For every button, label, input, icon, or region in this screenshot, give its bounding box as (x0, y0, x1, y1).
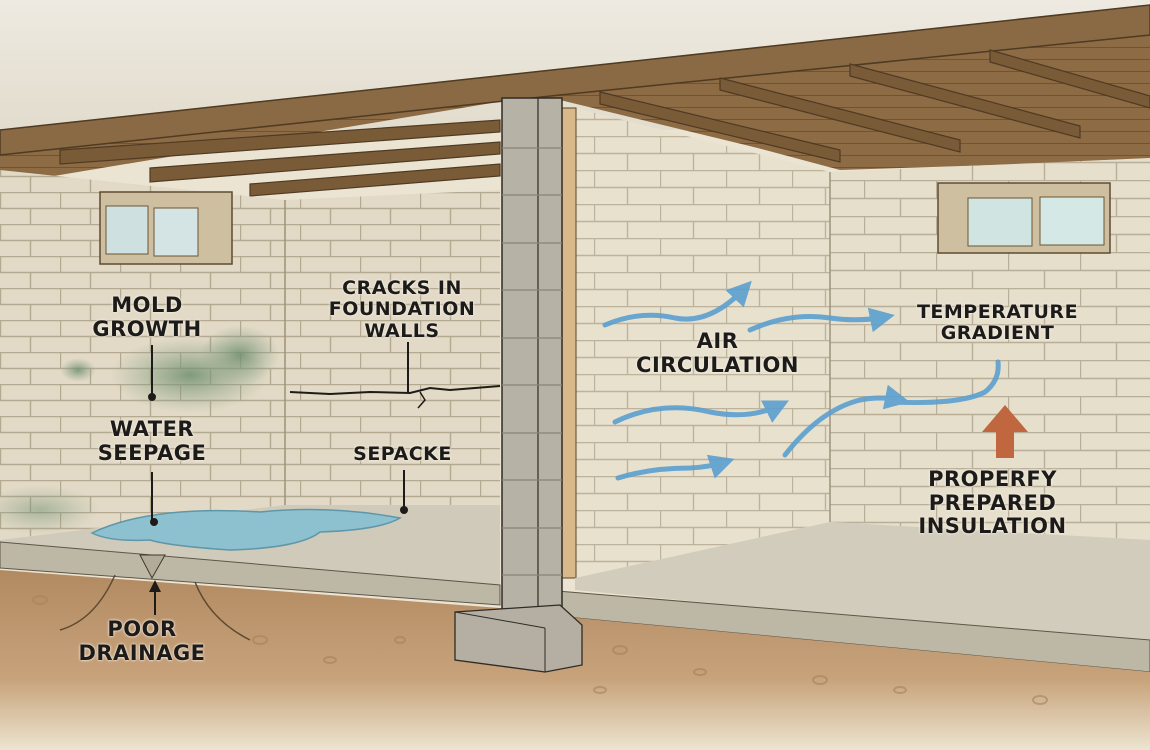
window-left (99, 191, 233, 265)
window-right (937, 182, 1111, 254)
right-floor (575, 522, 1150, 645)
joists-right (599, 49, 1150, 163)
wall-crack (289, 385, 501, 396)
label-poor-drainage: POOR DRAINAGE (78, 617, 206, 665)
air-flow-arrows (602, 280, 1001, 481)
pointer-lines (151, 342, 409, 615)
drain-notch (139, 554, 166, 580)
label-air-circulation: AIR CIRCULATION (636, 329, 799, 377)
label-temperature-gradient: TEMPERATURE GRADIENT (916, 301, 1079, 345)
heat-up-arrow (982, 405, 1028, 458)
wood-stud (561, 107, 577, 579)
label-mold-growth: MOLD GROWTH (92, 293, 202, 341)
left-back-wall (285, 190, 500, 505)
water-puddle (90, 508, 403, 551)
middle-wall (575, 108, 830, 578)
footing (454, 604, 583, 673)
label-water-seepage: WATER SEEPAGE (97, 417, 207, 465)
joists-left (59, 119, 501, 197)
label-cracks-foundation-walls: CRACKS IN FOUNDATION WALLS (328, 277, 476, 342)
label-sepacke: SEPACKE (353, 443, 452, 465)
label-insulation: PROPERFY PREPARED INSULATION (918, 467, 1067, 539)
block-column (501, 97, 563, 614)
